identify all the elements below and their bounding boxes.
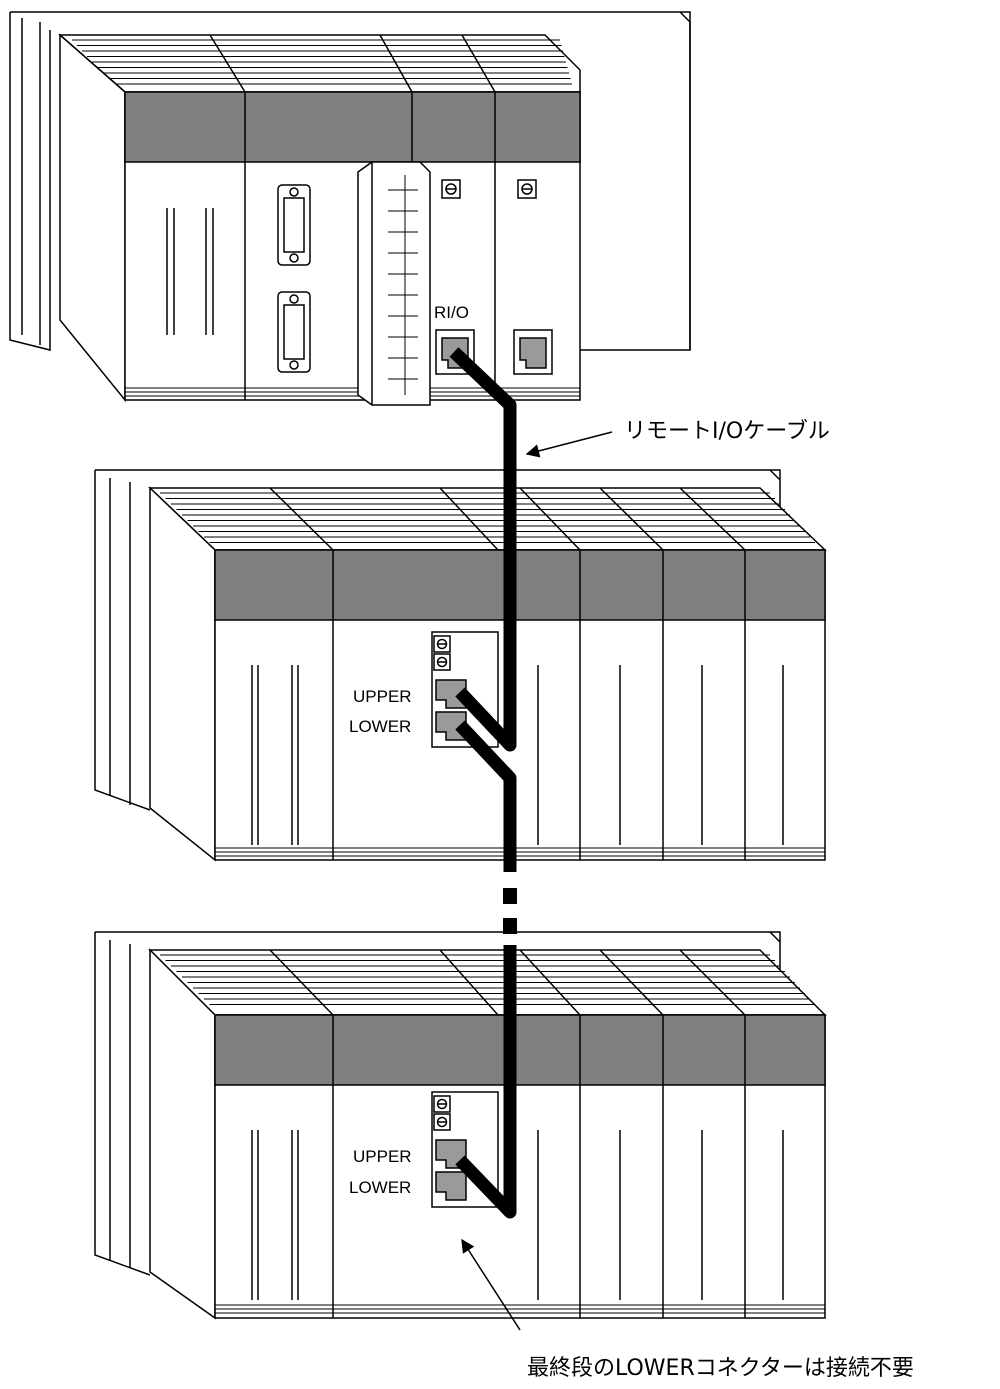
expansion-rack-upper	[95, 470, 825, 860]
expansion-rack-last	[95, 932, 825, 1318]
serial-port-icon	[278, 185, 310, 265]
main-status-band	[125, 92, 580, 162]
rio-port-label: RI/O	[434, 303, 469, 322]
upper-port-label: UPPER	[353, 1147, 412, 1166]
cable-caption: リモートI/Oケーブル	[624, 419, 830, 444]
cable-continuation-dots	[503, 888, 517, 934]
serial-port-icon	[278, 292, 310, 372]
rotary-switch-icon	[442, 180, 460, 198]
main-top-grille	[60, 35, 580, 92]
main-rack	[10, 12, 690, 405]
rotary-switch-icon	[434, 636, 450, 652]
rotary-switch-icon	[518, 180, 536, 198]
rotary-switch-icon	[434, 1114, 450, 1130]
rotary-switch-icon	[434, 654, 450, 670]
lower-port-label: LOWER	[349, 1178, 411, 1197]
last-stage-note: 最終段のLOWERコネクターは接続不要	[527, 1356, 914, 1381]
lan-port-icon	[514, 330, 552, 374]
lower-port-label: LOWER	[349, 717, 411, 736]
cable-callout-arrow	[527, 432, 612, 454]
rotary-switch-icon	[434, 1096, 450, 1112]
upper-port-label: UPPER	[353, 687, 412, 706]
terminal-block	[358, 162, 430, 405]
